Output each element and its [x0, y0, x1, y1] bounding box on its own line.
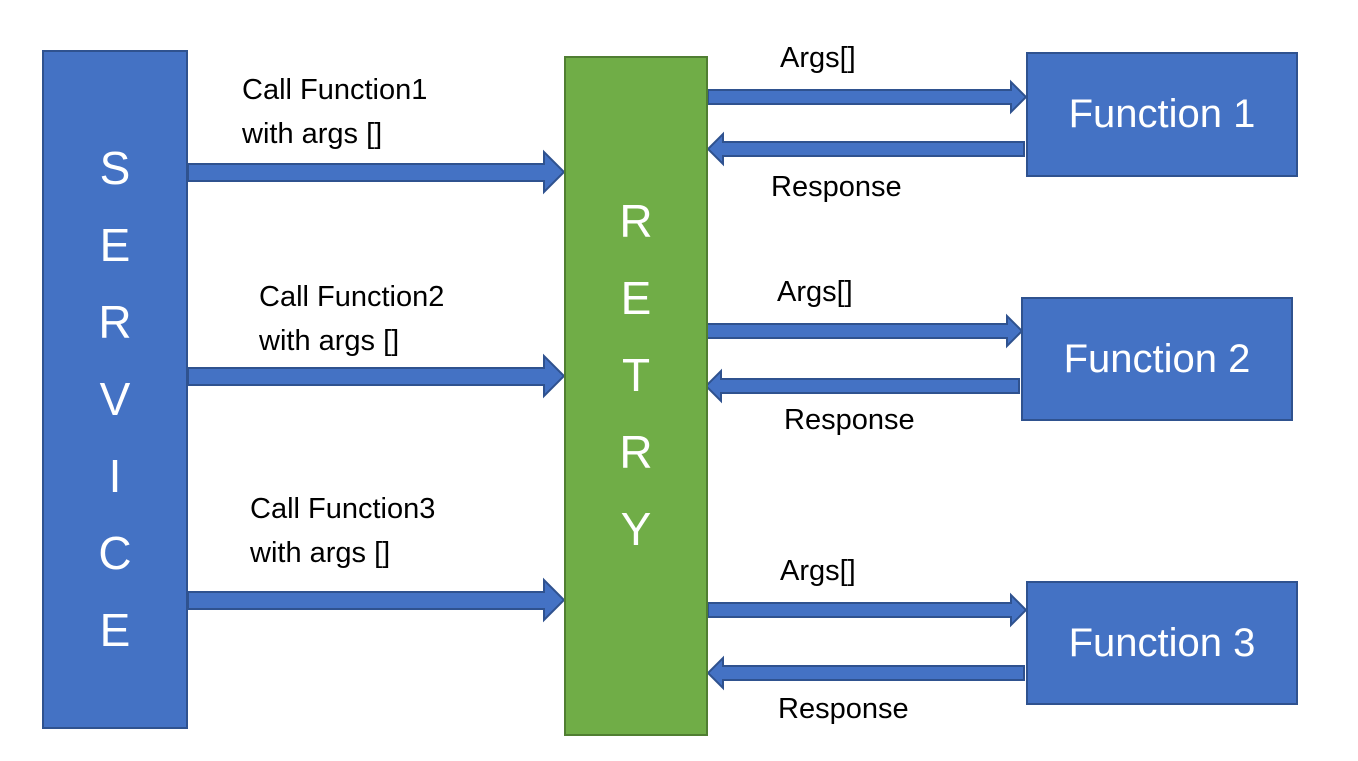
call-function2-label: Call Function2 with args [] — [259, 275, 444, 363]
retry-letter: R — [619, 195, 653, 247]
service-box: S E R V I C E — [42, 50, 188, 729]
service-letter: R — [98, 296, 132, 348]
response-function2-arrow — [704, 368, 1020, 404]
service-vertical-label: S E R V I C E — [44, 130, 186, 669]
args-function2-arrow — [705, 313, 1024, 349]
call-function1-label: Call Function1 with args [] — [242, 68, 427, 156]
response-label-function3: Response — [778, 693, 909, 725]
retry-letter: R — [619, 426, 653, 478]
args-label-function1: Args[] — [780, 42, 856, 74]
response-function3-arrow — [706, 655, 1025, 691]
args-function3-arrow — [707, 592, 1028, 628]
call-line1: Call Function1 — [242, 74, 428, 106]
service-letter: V — [99, 373, 131, 425]
args-function1-arrow — [707, 79, 1028, 115]
response-function1-arrow — [706, 131, 1025, 167]
function-3-box: Function 3 — [1026, 581, 1298, 705]
function-1-label: Function 1 — [1068, 92, 1256, 136]
service-letter: E — [99, 219, 131, 271]
service-letter: E — [99, 604, 131, 656]
service-letter: I — [108, 450, 122, 502]
function-2-box: Function 2 — [1021, 297, 1293, 421]
retry-letter: E — [620, 272, 652, 324]
function-1-box: Function 1 — [1026, 52, 1298, 177]
response-label-function1: Response — [771, 171, 902, 203]
service-letter: C — [98, 527, 132, 579]
args-label-function3: Args[] — [780, 555, 856, 587]
retry-box: R E T R Y — [564, 56, 708, 736]
retry-letter: Y — [620, 503, 652, 555]
function-2-label: Function 2 — [1063, 336, 1251, 381]
call-line1: Call Function3 — [250, 493, 436, 525]
call-function3-arrow — [187, 577, 566, 623]
call-line2: with args [] — [250, 537, 391, 569]
service-letter: S — [99, 142, 131, 194]
function-3-label: Function 3 — [1068, 620, 1256, 665]
call-line2: with args [] — [242, 118, 383, 150]
args-label-function2: Args[] — [777, 276, 853, 308]
call-function1-arrow — [187, 149, 566, 195]
call-function2-arrow — [187, 353, 566, 399]
retry-letter: T — [621, 349, 651, 401]
call-line2: with args [] — [259, 325, 400, 357]
response-label-function2: Response — [784, 404, 915, 436]
retry-vertical-label: R E T R Y — [566, 183, 706, 568]
call-line1: Call Function2 — [259, 281, 445, 313]
call-function3-label: Call Function3 with args [] — [250, 487, 435, 575]
